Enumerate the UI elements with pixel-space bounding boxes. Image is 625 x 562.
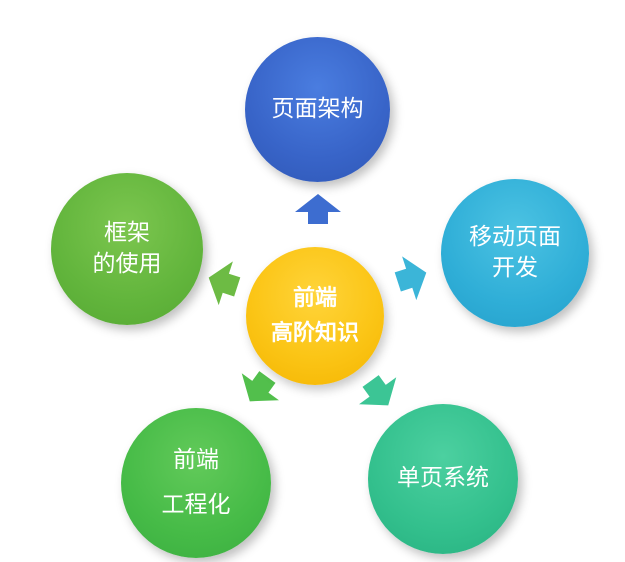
center-node: 前端 高阶知识 — [246, 247, 384, 385]
node-label: 单页系统 — [397, 465, 489, 492]
center-node-line-2: 高阶知识 — [270, 321, 359, 346]
node-mobile-page-dev: 移动页面 开发 — [441, 179, 589, 327]
node-single-page-system: 单页系统 — [368, 404, 518, 554]
node-label-line-2: 开发 — [492, 255, 538, 281]
node-framework-usage: 框架 的使用 — [51, 173, 203, 325]
node-page-architecture: 页面架构 — [245, 37, 390, 182]
arrow-left-icon — [208, 261, 241, 306]
node-label-line-2: 的使用 — [92, 251, 162, 277]
arrow-up-icon — [295, 194, 341, 224]
node-label-line-1: 移动页面 — [469, 223, 561, 250]
arrow-right-icon — [394, 256, 427, 301]
node-label-line-2: 工程化 — [161, 492, 231, 518]
node-frontend-engineering: 前端 工程化 — [121, 408, 271, 558]
node-label: 页面架构 — [271, 95, 364, 122]
arrow-down-left-icon — [241, 371, 279, 402]
node-label-line-1: 前端 — [173, 446, 219, 473]
node-label-line-1: 框架 — [104, 219, 150, 246]
arrow-down-right-icon — [359, 375, 397, 406]
center-node-line-1: 前端 — [292, 285, 337, 311]
